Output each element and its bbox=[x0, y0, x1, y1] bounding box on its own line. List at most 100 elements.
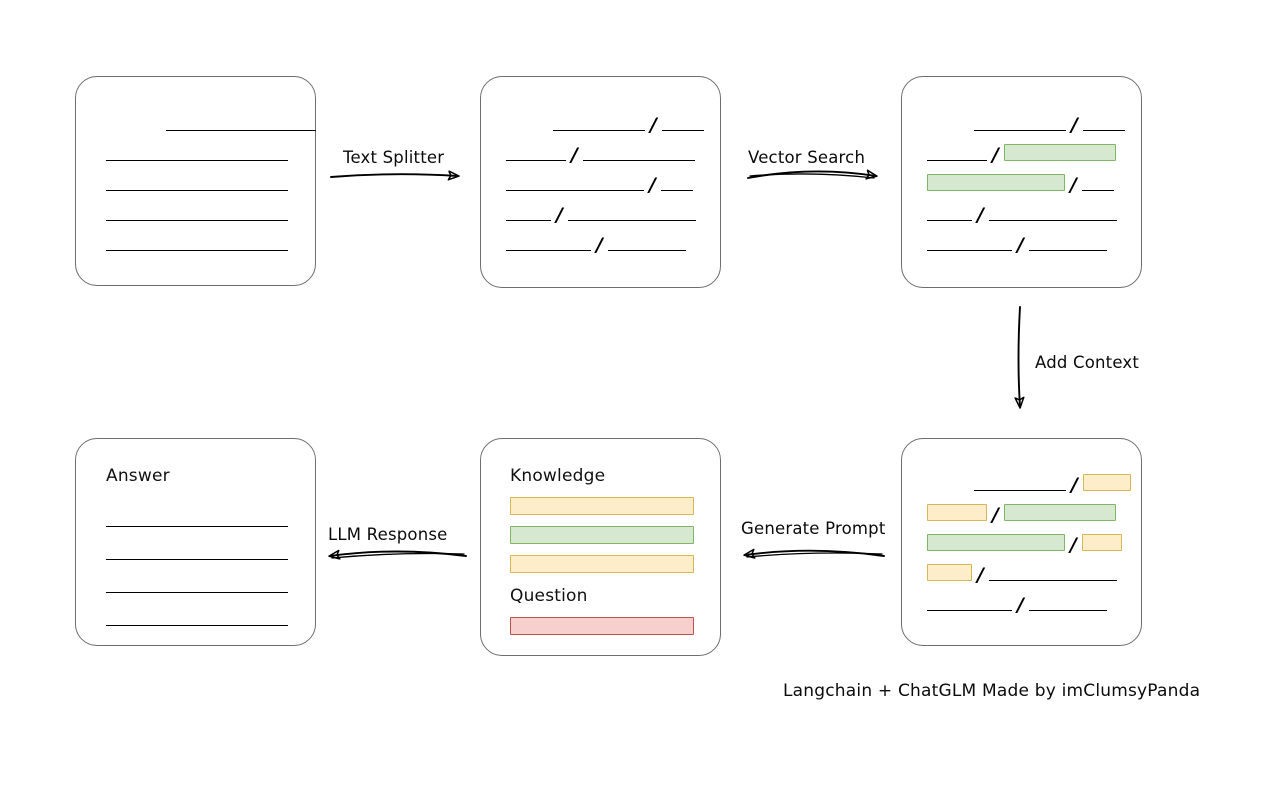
text-line-segment bbox=[989, 567, 1118, 581]
content-row: / bbox=[553, 111, 705, 136]
content-row: / bbox=[974, 111, 1126, 136]
content-row bbox=[106, 573, 288, 593]
segment-separator-slash: / bbox=[650, 114, 658, 136]
segment-separator-slash: / bbox=[1017, 234, 1025, 256]
highlight-chunk-green bbox=[927, 534, 1065, 551]
content-row: / bbox=[506, 141, 696, 166]
split-chunks-box[interactable]: / / / / / bbox=[480, 76, 721, 288]
text-line-segment bbox=[106, 207, 288, 221]
segment-separator-slash: / bbox=[992, 144, 1000, 166]
prompt-knowledge-label: Knowledge bbox=[510, 466, 606, 486]
segment-separator-slash: / bbox=[1017, 594, 1025, 616]
content-row bbox=[106, 540, 288, 560]
text-line-segment bbox=[1082, 177, 1115, 191]
text-line-segment bbox=[927, 237, 1012, 251]
segment-separator-slash: / bbox=[649, 174, 657, 196]
text-line-segment bbox=[1029, 237, 1108, 251]
text-line-segment bbox=[106, 177, 288, 191]
content-row: / bbox=[506, 231, 687, 256]
segment-separator-slash: / bbox=[977, 204, 985, 226]
text-line-segment bbox=[553, 117, 645, 131]
prompt-bar-red bbox=[510, 617, 694, 635]
text-line-segment bbox=[927, 147, 987, 161]
segment-separator-slash: / bbox=[556, 204, 564, 226]
highlight-chunk-green bbox=[927, 174, 1065, 191]
arrow-add-context bbox=[1019, 306, 1021, 407]
highlight-chunk-green bbox=[1004, 504, 1117, 521]
text-line-segment bbox=[974, 117, 1066, 131]
content-row: / bbox=[927, 171, 1115, 196]
content-row: / bbox=[506, 171, 694, 196]
prompt-bar-yellow bbox=[510, 497, 694, 515]
source-document-box[interactable] bbox=[75, 76, 316, 286]
prompt-bar-green bbox=[510, 526, 694, 544]
arrow-llm-response bbox=[330, 552, 467, 559]
content-row: / bbox=[927, 501, 1117, 526]
content-row bbox=[106, 171, 288, 191]
content-row: / bbox=[927, 591, 1108, 616]
text-line-segment bbox=[568, 207, 697, 221]
content-row: / bbox=[927, 201, 1118, 226]
text-line-segment bbox=[662, 117, 705, 131]
text-line-segment bbox=[106, 612, 288, 626]
text-line-segment bbox=[506, 207, 551, 221]
content-row: / bbox=[974, 471, 1132, 495]
text-line-segment bbox=[661, 177, 694, 191]
segment-separator-slash: / bbox=[1070, 534, 1078, 556]
prompt-question-label: Question bbox=[510, 586, 588, 606]
text-line-segment bbox=[1083, 117, 1126, 131]
segment-separator-slash: / bbox=[596, 234, 604, 256]
segment-separator-slash: / bbox=[1071, 114, 1079, 136]
answer-label: Answer bbox=[106, 466, 170, 486]
content-row: / bbox=[927, 561, 1118, 586]
edge-label-llm-response: LLM Response bbox=[328, 525, 448, 544]
segment-separator-slash: / bbox=[1070, 174, 1078, 196]
text-line-segment bbox=[166, 117, 316, 131]
answer-box[interactable]: Answer bbox=[75, 438, 316, 646]
content-row: / bbox=[927, 141, 1117, 166]
text-line-segment bbox=[608, 237, 687, 251]
content-row bbox=[106, 141, 288, 161]
highlight-chunk-yellow bbox=[927, 564, 972, 581]
content-row bbox=[106, 606, 288, 626]
text-line-segment bbox=[506, 237, 591, 251]
footer-credit: Langchain + ChatGLM Made by imClumsyPand… bbox=[783, 681, 1201, 701]
text-line-segment bbox=[106, 579, 288, 593]
highlight-chunk-yellow bbox=[1083, 474, 1132, 491]
highlight-chunk-yellow bbox=[1082, 534, 1123, 551]
prompt-bar-yellow bbox=[510, 555, 694, 573]
arrow-text-splitter bbox=[330, 174, 458, 177]
arrow-generate-prompt bbox=[745, 551, 885, 557]
edge-label-generate-prompt: Generate Prompt bbox=[741, 519, 886, 538]
text-line-segment bbox=[106, 546, 288, 560]
matched-chunks-box[interactable]: / / / / / bbox=[901, 76, 1142, 288]
text-line-segment bbox=[106, 237, 288, 251]
text-line-segment bbox=[1029, 597, 1108, 611]
text-line-segment bbox=[106, 513, 288, 527]
arrow-vector-search bbox=[747, 171, 876, 178]
text-line-segment bbox=[506, 177, 644, 191]
content-row bbox=[106, 201, 288, 221]
content-row bbox=[106, 507, 288, 527]
content-row: / bbox=[927, 231, 1108, 256]
highlight-chunk-green bbox=[1004, 144, 1117, 161]
segment-separator-slash: / bbox=[571, 144, 579, 166]
text-line-segment bbox=[106, 147, 288, 161]
content-row bbox=[166, 111, 316, 131]
text-line-segment bbox=[506, 147, 566, 161]
content-row: / bbox=[506, 201, 697, 226]
segment-separator-slash: / bbox=[977, 564, 985, 586]
context-chunks-box[interactable]: / / / / / bbox=[901, 438, 1142, 646]
edge-label-text-splitter: Text Splitter bbox=[343, 148, 445, 167]
highlight-chunk-yellow bbox=[927, 504, 987, 521]
text-line-segment bbox=[974, 477, 1066, 491]
segment-separator-slash: / bbox=[992, 504, 1000, 526]
edge-label-add-context: Add Context bbox=[1035, 353, 1140, 372]
content-row: / bbox=[927, 531, 1123, 556]
prompt-box[interactable]: Knowledge Question bbox=[480, 438, 721, 656]
text-line-segment bbox=[989, 207, 1118, 221]
text-line-segment bbox=[927, 597, 1012, 611]
text-line-segment bbox=[927, 207, 972, 221]
edge-label-vector-search: Vector Search bbox=[748, 148, 866, 167]
